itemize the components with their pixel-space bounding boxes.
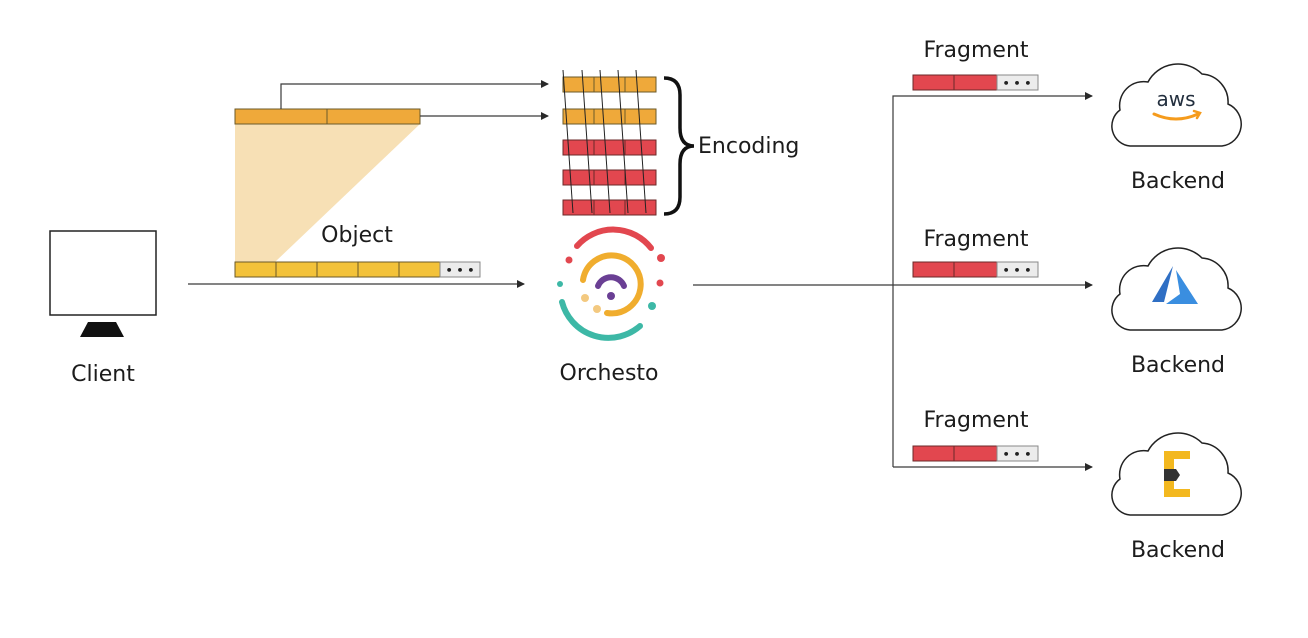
elastic-cloud-icon <box>1111 432 1242 516</box>
object-ellipsis: • • • <box>446 264 475 277</box>
encoding-diagonal-arrows <box>562 69 647 214</box>
chunk-arrow-1 <box>280 80 549 109</box>
fragment-block-3 <box>912 445 1039 462</box>
fragment-ellipsis-2: • • • <box>1003 264 1032 277</box>
object-block-row <box>234 261 481 278</box>
encoded-row-2 <box>562 108 657 125</box>
object-label: Object <box>321 223 393 248</box>
fragment-ellipsis-1: • • • <box>1003 77 1032 90</box>
object-chunk-bar <box>234 108 421 125</box>
fragment-ellipsis-3: • • • <box>1003 448 1032 461</box>
aws-cloud-icon: aws <box>1111 63 1242 147</box>
encoding-label: Encoding <box>698 134 799 159</box>
azure-cloud-icon <box>1111 247 1242 331</box>
fragment-block-2 <box>912 261 1039 278</box>
fragment-label-1: Fragment <box>923 38 1028 63</box>
orchesto-label: Orchesto <box>560 361 659 386</box>
client-label: Client <box>71 362 135 387</box>
aws-logo-text: aws <box>1156 87 1195 111</box>
backend-label-1: Backend <box>1131 169 1225 194</box>
parity-row-2 <box>562 169 657 186</box>
backend-label-3: Backend <box>1131 538 1225 563</box>
fragment-block-1 <box>912 74 1039 91</box>
distribution-line-top <box>892 92 1093 467</box>
encoding-blocks <box>562 69 657 216</box>
orchesto-logo-icon <box>557 226 665 341</box>
encoded-row-1 <box>562 76 657 93</box>
encoding-brace <box>663 76 695 216</box>
client-monitor-icon <box>49 230 157 337</box>
fragment-label-3: Fragment <box>923 408 1028 433</box>
fragment-label-2: Fragment <box>923 227 1028 252</box>
object-zoom-highlight <box>235 124 420 262</box>
backend-label-2: Backend <box>1131 353 1225 378</box>
parity-row-1 <box>562 139 657 156</box>
